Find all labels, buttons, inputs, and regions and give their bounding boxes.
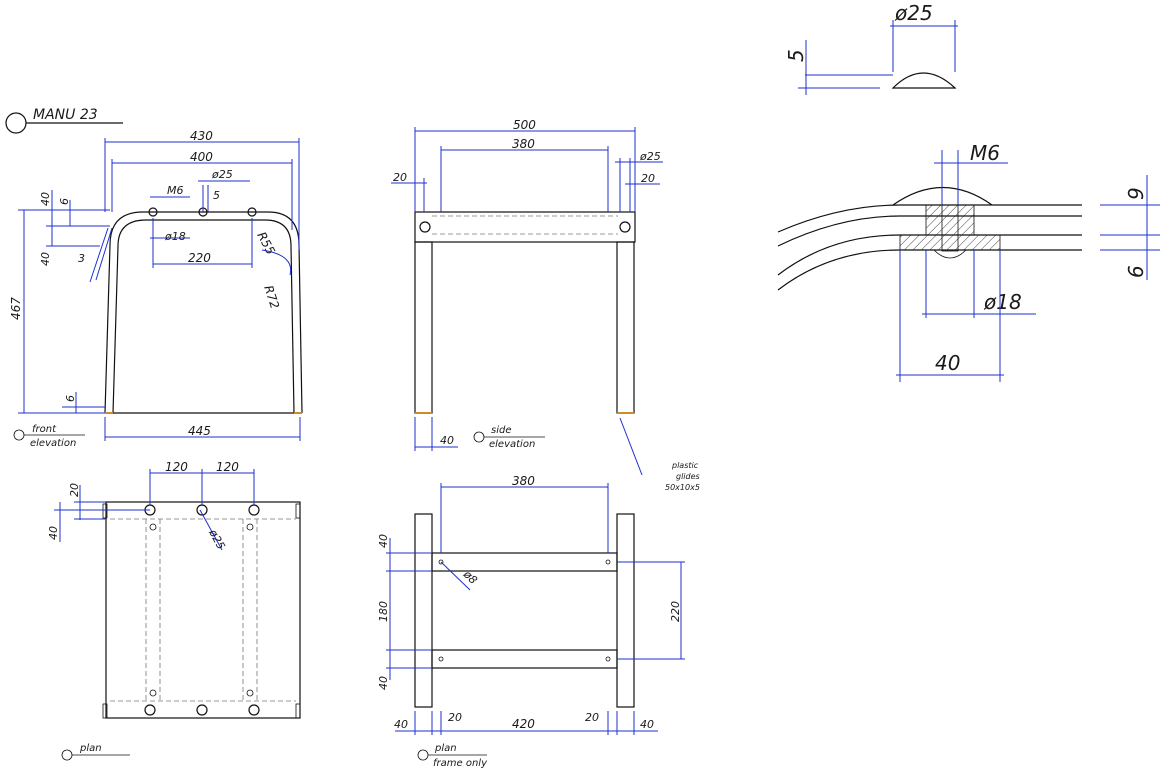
dim-front-6a: 6 — [58, 198, 71, 205]
section-insert-top — [925, 204, 975, 236]
dim-section-6: 6 — [1124, 265, 1148, 278]
plan-knob-6 — [248, 704, 260, 716]
plan-knob-5 — [196, 704, 208, 716]
dim-front-430: 430 — [190, 129, 213, 143]
dim-plan-40: 40 — [47, 526, 60, 540]
dim-detail-5: 5 — [784, 49, 808, 62]
dim-frame-20-left: 20 — [448, 711, 462, 724]
plan-outline — [105, 501, 301, 719]
note-glides-2: glides — [676, 472, 700, 481]
dim-frame-40a: 40 — [377, 534, 390, 548]
dim-frame-420: 420 — [512, 717, 535, 731]
front-label-2: elevation — [30, 438, 76, 449]
dim-side-20a: 20 — [393, 171, 407, 184]
dim-side-d25: ø25 — [639, 150, 661, 163]
drawing-title: MANU 23 — [33, 107, 98, 123]
front-knob-left — [148, 207, 158, 217]
dim-front-220: 220 — [188, 251, 211, 265]
knob-dome — [891, 72, 957, 89]
frame-side-right — [616, 513, 635, 708]
dim-section-m6: M6 — [970, 141, 1000, 165]
plan-label-1: plan — [79, 743, 102, 754]
dim-frame-40-left: 40 — [394, 718, 408, 731]
note-glides-1: plastic — [671, 461, 699, 470]
dim-frame-40-right: 40 — [640, 718, 654, 731]
side-leg-left — [414, 241, 433, 414]
section-knob-dome — [892, 187, 993, 206]
plan-knob-3 — [248, 504, 260, 516]
frame-label-2: frame only — [433, 758, 488, 769]
frame-rail-top — [431, 552, 618, 572]
dim-section-9: 9 — [1124, 187, 1148, 200]
side-label-marker — [473, 431, 485, 443]
dim-front-3: 3 — [78, 252, 85, 265]
dim-frame-40b: 40 — [377, 676, 390, 690]
dim-section-d18: ø18 — [983, 290, 1022, 314]
section-plate — [899, 234, 1001, 251]
knob-detail-view: ø25 5 — [784, 1, 958, 95]
dim-plan-20: 20 — [68, 483, 81, 497]
title-block: MANU 23 — [5, 107, 123, 134]
dim-front-6b: 6 — [64, 395, 77, 402]
section-detail-view: M6 9 6 ø18 40 — [777, 141, 1160, 382]
plan-label-marker — [61, 749, 73, 761]
side-hole-left — [419, 221, 431, 233]
dim-frame-380: 380 — [512, 474, 535, 488]
dim-front-d25: ø25 — [211, 168, 233, 181]
side-leg-right — [616, 241, 635, 414]
dim-frame-220: 220 — [669, 601, 682, 622]
dim-section-40: 40 — [935, 351, 960, 375]
dim-side-380: 380 — [512, 137, 535, 151]
front-label-marker — [13, 429, 25, 441]
dim-front-40b: 40 — [39, 252, 52, 266]
dim-detail-d25: ø25 — [894, 1, 933, 25]
front-label-1: front — [32, 424, 57, 435]
plan-frame-view: 380 40 180 40 220 ø8 40 20 420 20 40 pla… — [377, 474, 685, 769]
section-bolt — [941, 204, 959, 252]
dim-frame-180: 180 — [377, 601, 390, 622]
frame-side-left — [414, 513, 433, 708]
dim-front-40a: 40 — [39, 192, 52, 206]
title-marker-circle — [5, 112, 27, 134]
dim-plan-d25: ø25 — [206, 526, 228, 551]
side-elevation-view: 500 380 20 ø25 20 40 side elevation plas… — [391, 118, 700, 492]
front-knob-right — [247, 207, 257, 217]
frame-label-1: plan — [434, 743, 457, 754]
plan-knob-4 — [144, 704, 156, 716]
frame-label-marker — [417, 749, 429, 761]
front-elevation-view: 430 400 ø25 M6 5 ø18 220 R55 R72 467 40 … — [9, 129, 303, 449]
dim-plan-120b: 120 — [216, 460, 239, 474]
frame-rail-bottom — [431, 649, 618, 669]
dim-side-20b: 20 — [641, 172, 655, 185]
dim-front-400: 400 — [190, 150, 213, 164]
dim-front-d18: ø18 — [164, 230, 186, 243]
dim-front-467: 467 — [9, 297, 23, 320]
dim-front-445: 445 — [188, 424, 211, 438]
note-glides-3: 50x10x5 — [665, 483, 700, 492]
side-top-rail — [414, 211, 636, 243]
side-hole-right — [619, 221, 631, 233]
dim-side-40: 40 — [440, 434, 454, 447]
dim-front-5: 5 — [213, 189, 220, 202]
front-frame-inner — [112, 219, 295, 414]
dim-side-500: 500 — [513, 118, 536, 132]
dim-plan-120a: 120 — [165, 460, 188, 474]
dim-frame-20-right: 20 — [585, 711, 599, 724]
plan-view: 120 120 20 40 ø25 plan — [47, 460, 301, 761]
dim-front-m6: M6 — [167, 184, 184, 197]
side-label-2: elevation — [489, 439, 535, 450]
side-label-1: side — [491, 425, 512, 436]
dim-front-r72: R72 — [261, 284, 282, 311]
